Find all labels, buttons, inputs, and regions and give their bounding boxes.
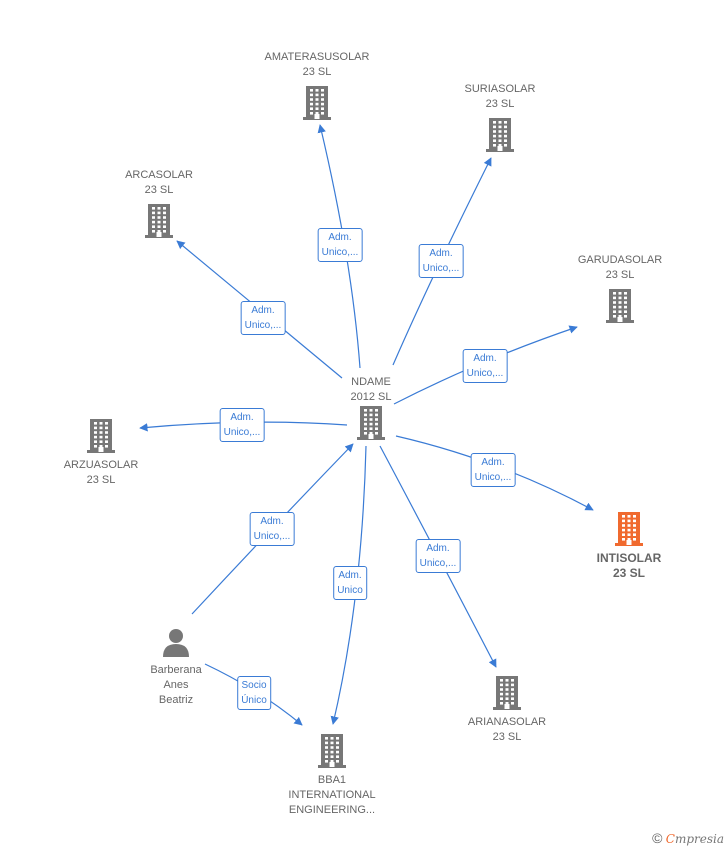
node-label: ARCASOLAR 23 SL [125, 169, 193, 196]
edge-label-barberana-ndame[interactable]: Adm. Unico,... [249, 512, 295, 546]
footer-brand[interactable]: © Cmpresia [652, 830, 724, 846]
edge-label-garuda[interactable]: Adm. Unico,... [462, 349, 508, 383]
edge-label-amaterasu[interactable]: Adm. Unico,... [317, 228, 363, 262]
edge-label-ariana[interactable]: Adm. Unico,... [415, 539, 461, 573]
brand-name: mpresia [674, 832, 724, 846]
building-icon [303, 84, 331, 125]
building-icon [145, 202, 173, 243]
node-label: NDAME 2012 SL [350, 376, 392, 403]
edge-label-barberana-bba1[interactable]: Socio Único [237, 676, 271, 710]
building-icon [486, 116, 514, 157]
edge-label-inti[interactable]: Adm. Unico,... [470, 453, 516, 487]
edge-label-bba1[interactable]: Adm. Unico [333, 566, 367, 600]
copyright-symbol: © [652, 830, 663, 846]
building-icon [493, 674, 521, 715]
node-label: Barberana Anes Beatriz [150, 664, 202, 706]
node-label: GARUDASOLAR 23 SL [577, 254, 663, 281]
building-icon [615, 510, 643, 551]
node-label: ARIANASOLAR 23 SL [467, 716, 547, 743]
building-icon [318, 732, 346, 773]
node-label: AMATERASUSOLAR 23 SL [264, 51, 370, 78]
building-icon [357, 404, 385, 445]
node-label: BBA1 INTERNATIONAL ENGINEERING... [288, 774, 376, 816]
edge-label-suria[interactable]: Adm. Unico,... [418, 244, 464, 278]
node-label: SURIASOLAR 23 SL [464, 83, 536, 110]
node-label: ARZUASOLAR 23 SL [63, 459, 139, 486]
edge-label-arca[interactable]: Adm. Unico,... [240, 301, 286, 335]
brand-initial: C [665, 832, 675, 846]
edge-label-arzua[interactable]: Adm. Unico,... [219, 408, 265, 442]
building-icon [606, 287, 634, 328]
building-icon [87, 417, 115, 458]
person-icon [161, 627, 191, 662]
node-label: INTISOLAR 23 SL [596, 551, 662, 580]
